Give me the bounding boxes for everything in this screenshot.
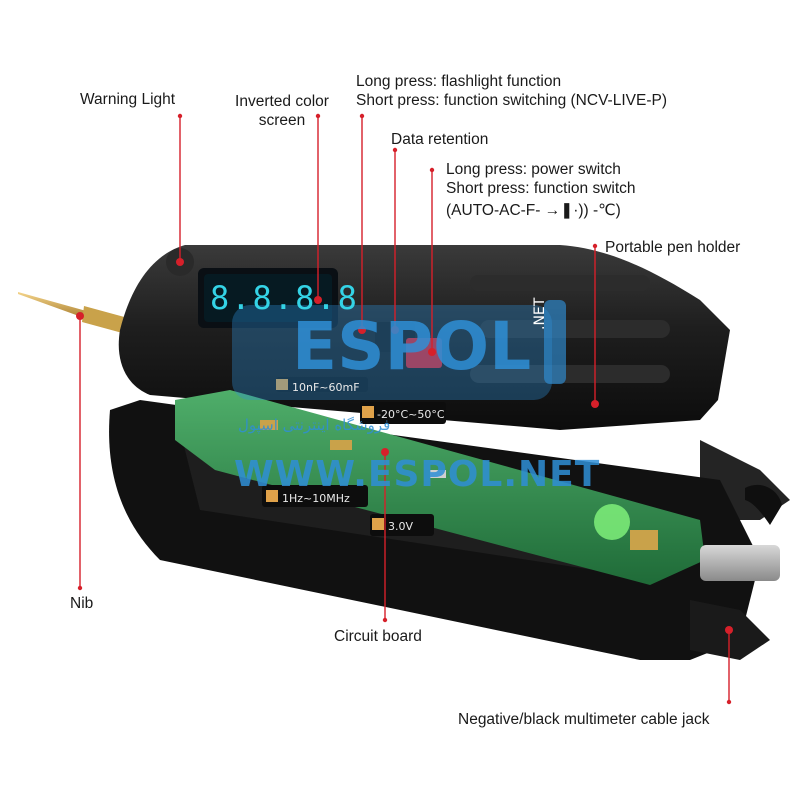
circuit-board-leader-end — [382, 617, 388, 623]
warning-light-marker-dot — [176, 258, 184, 266]
capacitance-range-label: 10nF~60mF — [292, 381, 360, 394]
data-retention-label: Data retention — [391, 131, 489, 148]
warning-light-label: Warning Light — [80, 91, 176, 108]
nib-leader-end — [77, 585, 83, 591]
flashlight-long-label: Long press: flashlight function — [356, 73, 562, 90]
inverted-screen-label: Inverted color screen — [235, 93, 329, 129]
power-switch-leader-end — [429, 167, 435, 173]
inverted-screen-marker-dot — [314, 296, 322, 304]
nib-marker-dot — [76, 312, 84, 320]
circuit-board-marker-dot — [381, 448, 389, 456]
power-button — [406, 338, 442, 368]
circuit-board-label: Circuit board — [334, 628, 422, 645]
nib-tip — [18, 292, 128, 334]
warning-light-leader-end — [177, 113, 183, 119]
watermark-persian: فروشگاه اینترنتی اسپول — [238, 416, 391, 434]
power-long-label: Long press: power switch — [446, 161, 621, 178]
data-retention-marker-dot — [391, 326, 399, 334]
temperature-range-label: -20°C~50°C — [377, 408, 445, 421]
flashlight-short-label: Short press: function switching (NCV-LIV… — [356, 92, 667, 109]
watermark-logo — [232, 300, 566, 400]
cable-jack-leader-end — [726, 699, 732, 705]
data-retention-leader-end — [392, 147, 398, 153]
callout-lines — [76, 113, 733, 705]
data-hold-button — [375, 322, 415, 352]
circuit-board-shape — [175, 390, 705, 585]
watermark-brand: ESPOL — [292, 308, 532, 385]
power-modes-label: (AUTO-AC-F- →❚·)) -℃) — [446, 202, 621, 219]
cable-jack-marker-dot — [725, 626, 733, 634]
cable-jack-label: Negative/black multimeter cable jack — [458, 711, 710, 728]
pen-holder-label: Portable pen holder — [605, 239, 741, 256]
frequency-range-label: 1Hz~10MHz — [282, 492, 350, 505]
watermark-url: WWW.ESPOL.NET — [234, 454, 601, 495]
watermark-tld: .NET — [532, 297, 548, 330]
inverted-screen-leader-end — [315, 113, 321, 119]
voltage-label: 3.0V — [388, 520, 414, 533]
flashlight-marker-dot — [358, 326, 366, 334]
pen-holder-leader-end — [592, 243, 598, 249]
pen-holder-marker-dot — [591, 400, 599, 408]
display-reading: 8.8.8.8 — [210, 279, 359, 317]
flashlight-leader-end — [359, 113, 365, 119]
display — [198, 268, 338, 328]
power-short-label: Short press: function switch — [446, 180, 636, 197]
nib-label: Nib — [70, 595, 94, 612]
spec-panels — [262, 377, 446, 536]
power-switch-marker-dot — [428, 348, 436, 356]
